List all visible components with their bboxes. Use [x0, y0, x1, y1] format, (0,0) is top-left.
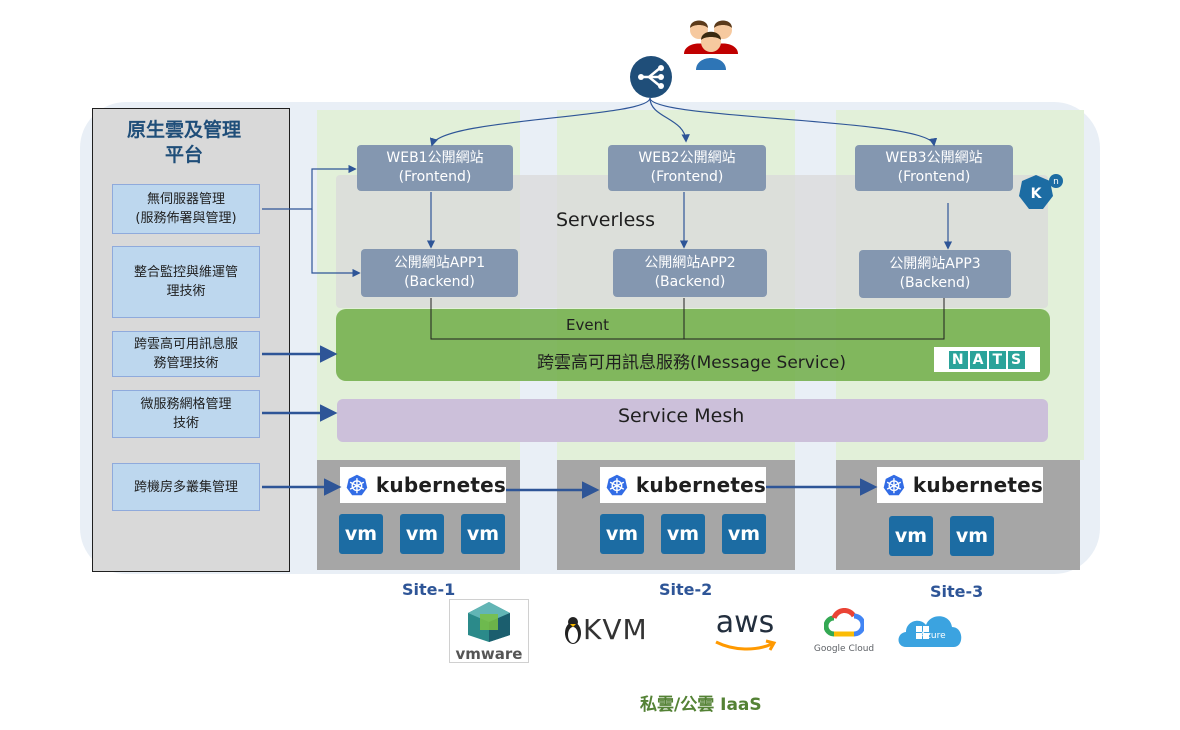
node-sub: (Frontend): [897, 169, 971, 185]
backend-node-1[interactable]: 公開網站APP1 (Backend): [361, 249, 518, 297]
node-name: 公開網站APP3: [889, 256, 981, 272]
service-mesh-label: Service Mesh: [618, 405, 745, 427]
frontend-node-2[interactable]: WEB2公開網站 (Frontend): [608, 145, 766, 191]
azure-text: Azure: [920, 631, 946, 641]
iaas-label: 私雲/公雲 IaaS: [640, 695, 762, 715]
panel-item-line: 無伺服器管理: [146, 192, 225, 207]
vm-icon: vm: [400, 514, 444, 554]
kubernetes-label: kubernetes: [912, 473, 1043, 497]
message-service-label: 跨雲高可用訊息服務(Message Service): [537, 353, 847, 373]
kubernetes-icon: [606, 474, 628, 496]
kubernetes-site-1: kubernetes: [340, 467, 506, 503]
users-icon: [684, 20, 738, 70]
google-cloud-text: Google Cloud: [813, 644, 875, 654]
panel-item-line: 技術: [172, 416, 199, 431]
node-name: 公開網站APP1: [393, 255, 486, 271]
kubernetes-icon: [883, 474, 905, 496]
node-name: WEB3公開網站: [885, 150, 983, 166]
node-sub: (Backend): [654, 274, 726, 290]
panel-item-multicluster[interactable]: 跨機房多叢集管理: [112, 463, 260, 511]
nats-letter: A: [969, 350, 988, 369]
vm-icon: vm: [339, 514, 383, 554]
panel-item-line: 理技術: [166, 284, 206, 299]
frontend-node-1[interactable]: WEB1公開網站 (Frontend): [357, 145, 513, 191]
vm-icon: vm: [461, 514, 505, 554]
nats-letter: S: [1008, 350, 1026, 369]
backend-node-2[interactable]: 公開網站APP2 (Backend): [613, 249, 767, 297]
vm-icon: vm: [722, 514, 766, 554]
vmware-text: vmware: [455, 645, 523, 663]
panel-item-line: 跨機房多叢集管理: [133, 479, 238, 495]
vmware-logo: vmware: [449, 599, 529, 663]
kubernetes-label: kubernetes: [375, 473, 506, 497]
node-sub: (Backend): [899, 275, 971, 291]
load-balancer-icon: [630, 56, 672, 98]
kubernetes-label: kubernetes: [635, 473, 766, 497]
kubernetes-site-3: kubernetes: [877, 467, 1043, 503]
node-sub: (Frontend): [650, 169, 724, 185]
aws-smile-icon: [715, 639, 777, 651]
vm-icon: vm: [950, 516, 994, 556]
node-name: 公開網站APP2: [644, 255, 736, 271]
nats-letter: N: [948, 350, 968, 369]
site-label-3: Site-3: [930, 582, 984, 601]
svg-text:n: n: [1053, 177, 1059, 187]
vmware-mark-icon: [468, 602, 510, 642]
panel-item-line: 微服務網格管理: [140, 397, 232, 412]
site-label-1: Site-1: [402, 580, 456, 599]
panel-title: 原生雲及管理 平台: [92, 118, 276, 168]
knative-icon: K n: [1019, 174, 1063, 209]
panel-item-messaging[interactable]: 跨雲高可用訊息服務管理技術: [112, 331, 260, 377]
penguin-icon: [565, 616, 581, 644]
node-sub: (Backend): [404, 274, 475, 290]
kubernetes-icon: [346, 474, 368, 496]
azure-cloud-icon: [898, 616, 962, 647]
node-sub: (Frontend): [398, 169, 472, 185]
svg-text:K: K: [1031, 186, 1043, 202]
site-label-2: Site-2: [659, 580, 713, 599]
service-mesh-band: [337, 399, 1048, 442]
panel-item-line: 整合監控與維運管: [133, 265, 238, 280]
event-label: Event: [566, 316, 609, 334]
google-cloud-logo: Google Cloud: [812, 608, 876, 662]
panel-item-service-mesh[interactable]: 微服務網格管理技術: [112, 390, 260, 438]
node-name: WEB2公開網站: [638, 150, 736, 166]
kubernetes-site-2: kubernetes: [600, 467, 766, 503]
node-name: WEB1公開網站: [386, 150, 484, 166]
kvm-text: KVM: [583, 613, 648, 646]
azure-logo: Azure: [896, 607, 966, 651]
kvm-logo: KVM: [563, 613, 648, 646]
panel-title-line2: 平台: [164, 144, 203, 166]
nats-letter: T: [989, 350, 1007, 369]
panel-item-line: (服務佈署與管理): [135, 211, 237, 226]
vm-icon: vm: [889, 516, 933, 556]
google-cloud-icon: [823, 608, 866, 637]
aws-text: aws: [715, 605, 775, 640]
message-service-band: [336, 309, 1050, 381]
panel-title-line1: 原生雲及管理: [126, 119, 241, 141]
vm-icon: vm: [600, 514, 644, 554]
aws-logo: aws: [710, 608, 780, 654]
backend-node-3[interactable]: 公開網站APP3 (Backend): [859, 250, 1011, 298]
vm-icon: vm: [661, 514, 705, 554]
frontend-node-3[interactable]: WEB3公開網站 (Frontend): [855, 145, 1013, 191]
panel-item-serverless[interactable]: 無伺服器管理 (服務佈署與管理): [112, 184, 260, 234]
panel-item-line: 務管理技術: [153, 356, 219, 371]
serverless-label: Serverless: [556, 209, 656, 231]
panel-item-line: 跨雲高可用訊息服: [133, 337, 238, 352]
panel-item-monitoring[interactable]: 整合監控與維運管理技術: [112, 246, 260, 318]
